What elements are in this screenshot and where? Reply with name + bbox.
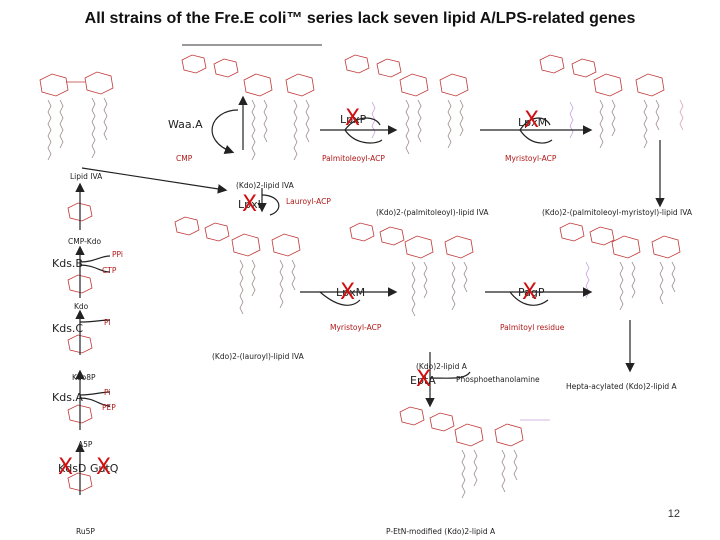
lipid-iva-structure [39, 71, 114, 161]
enzyme-gutq: GutQ [90, 462, 119, 475]
knockout-x-epta: X [416, 367, 432, 392]
enzyme-lpxp: LpxP [340, 113, 367, 126]
enzyme-kdsb: Kds.B [52, 257, 83, 270]
enzyme-lpxm-mid: LpxM [336, 286, 366, 299]
enzyme-lpxl: LpxL [238, 198, 264, 211]
knockout-x-gutq: X [96, 455, 112, 480]
label-p-etn-modified: P-EtN-modified (Kdo)2-lipid A [386, 527, 496, 536]
enzyme-kdsa: Kds.A [52, 391, 83, 404]
label-pi-1: Pi [104, 318, 111, 327]
label-a5p: A5P [78, 440, 93, 449]
label-myristoyl-acp-top: Myristoyl-ACP [505, 154, 557, 163]
enzyme-lpxm-top: LpxM [518, 116, 548, 129]
label-kdo2-palmitoleoyl: (Kdo)2-(palmitoleoyl)-lipid IVA [376, 208, 489, 217]
knockout-x-kdsd: X [58, 455, 74, 480]
label-lipid-iva: Lipid IVA [70, 172, 103, 181]
label-ppi: PPi [112, 250, 123, 259]
kdo-pathway-structures [67, 202, 93, 492]
label-kdo: Kdo [74, 302, 89, 311]
label-kdo2-lipid-a: (Kdo)2-lipid A [416, 362, 467, 371]
label-ctp: CTP [102, 266, 117, 275]
p-etn-lipid-a-structure [399, 406, 550, 499]
label-kdo2-lipid-iva: (Kdo)2-lipid IVA [236, 181, 294, 190]
label-palmitoyl-residue: Palmitoyl residue [500, 323, 565, 332]
label-kdo8p: Kdo8P [72, 373, 96, 382]
knockout-x-lpxm-mid: X [340, 280, 356, 305]
kdo2-lauroyl-structure [174, 216, 301, 315]
label-lauroyl-acp: Lauroyl-ACP [286, 197, 331, 206]
label-pi-2: Pi [104, 388, 111, 397]
enzyme-waaa: Waa.A [168, 118, 203, 131]
knockout-x-lpxl: X [242, 192, 258, 217]
label-myristoyl-acp-mid: Myristoyl-ACP [330, 323, 382, 332]
enzyme-kdsc: Kds.C [52, 322, 84, 335]
palmitoleoyl-structure [344, 54, 469, 155]
label-phosphoethanolamine: Phosphoethanolamine [456, 375, 540, 384]
knockout-x-pagp: X [522, 280, 538, 305]
label-ru5p: Ru5P [76, 527, 95, 536]
label-kdo2-lauroyl: (Kdo)2-(lauroyl)-lipid IVA [212, 352, 304, 361]
palm-myr-structure [539, 54, 684, 149]
hepta-acylated-structure [559, 222, 681, 311]
label-palmitoleoyl-acp: Palmitoleoyl-ACP [322, 154, 385, 163]
label-hepta-acylated: Hepta-acylated (Kdo)2-lipid A [566, 382, 677, 391]
label-kdo2-palm-myr: (Kdo)2-(palmitoleoyl-myristoyl)-lipid IV… [542, 208, 693, 217]
label-cmp-kdo: CMP-Kdo [68, 237, 102, 246]
page-title: All strains of the Fre.E coli™ series la… [84, 10, 636, 27]
label-pep: PEP [102, 403, 116, 412]
kdo2-lipid-a-structure [349, 222, 474, 317]
enzyme-epta: EptA [410, 374, 436, 387]
label-cmp: CMP [176, 154, 193, 163]
page-number: 12 [667, 508, 680, 520]
enzyme-kdsd: KdsD [58, 462, 87, 475]
enzyme-pagp: PagP [518, 286, 545, 299]
kdo2-lipid-iva-structure [181, 54, 315, 161]
knockout-x-lpxm-top: X [524, 108, 540, 133]
knockout-x-lpxp: X [345, 106, 361, 131]
reaction-arrows [75, 95, 665, 495]
